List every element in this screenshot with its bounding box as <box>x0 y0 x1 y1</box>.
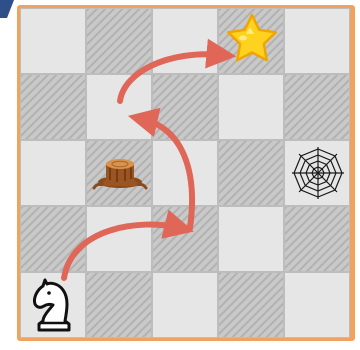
path-arrow-2 <box>142 119 192 228</box>
spider-web-icon <box>292 147 344 199</box>
knight-icon <box>34 280 69 330</box>
path-arrow-1 <box>64 225 180 278</box>
tree-stump-icon <box>94 159 146 188</box>
star-icon <box>228 15 276 60</box>
path-arrow-3 <box>120 54 222 101</box>
